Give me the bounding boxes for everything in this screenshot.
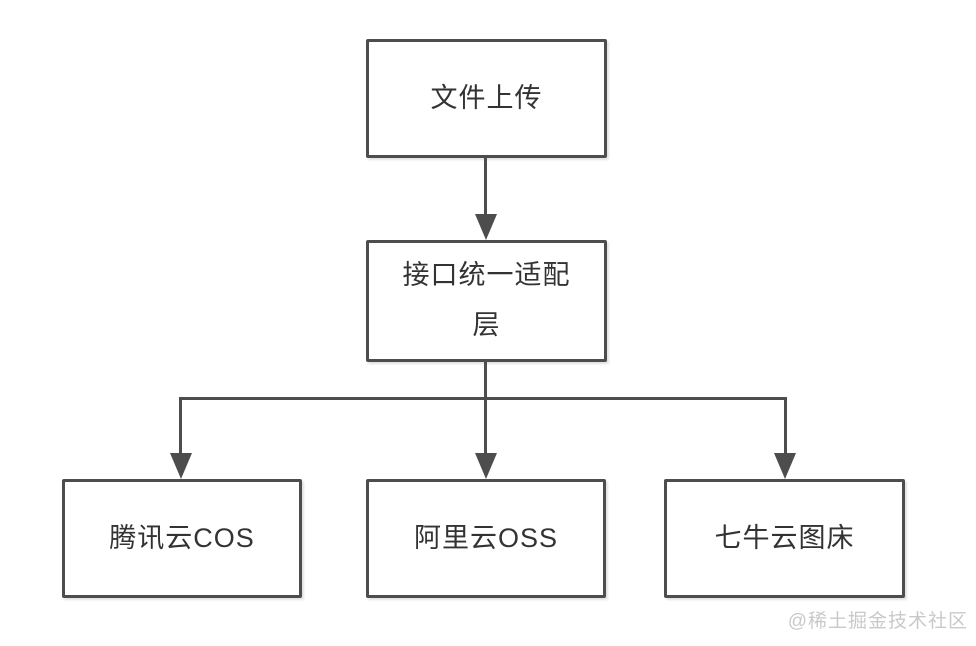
watermark-juejin-community: @稀土掘金技术社区 <box>787 611 968 632</box>
arrowhead-down-icon <box>774 453 796 479</box>
edge-adapter-to-qiniu-line <box>784 397 787 455</box>
node-qiniu-cloud: 七牛云图床 <box>664 479 905 598</box>
node-qiniu-cloud-label: 七牛云图床 <box>714 522 855 553</box>
node-adapter-layer: 接口统一适配 层 <box>366 240 607 362</box>
arrowhead-down-icon <box>170 453 192 479</box>
node-file-upload-label: 文件上传 <box>430 82 543 113</box>
edge-adapter-to-tencent-line <box>179 397 182 455</box>
edge-adapter-trunk-line <box>484 362 487 398</box>
edge-adapter-to-aliyun-line <box>484 400 487 455</box>
edge-upload-to-adapter-line <box>484 158 487 216</box>
node-aliyun-oss: 阿里云OSS <box>366 479 606 598</box>
node-aliyun-oss-label: 阿里云OSS <box>413 522 559 553</box>
arrowhead-down-icon <box>475 453 497 479</box>
node-adapter-layer-label: 接口统一适配 层 <box>402 260 571 340</box>
arrowhead-down-icon <box>475 214 497 240</box>
node-tencent-cos: 腾讯云COS <box>62 479 302 598</box>
edge-branch-horizontal-line <box>180 397 787 400</box>
node-file-upload: 文件上传 <box>366 39 607 158</box>
node-tencent-cos-label: 腾讯云COS <box>109 522 255 553</box>
